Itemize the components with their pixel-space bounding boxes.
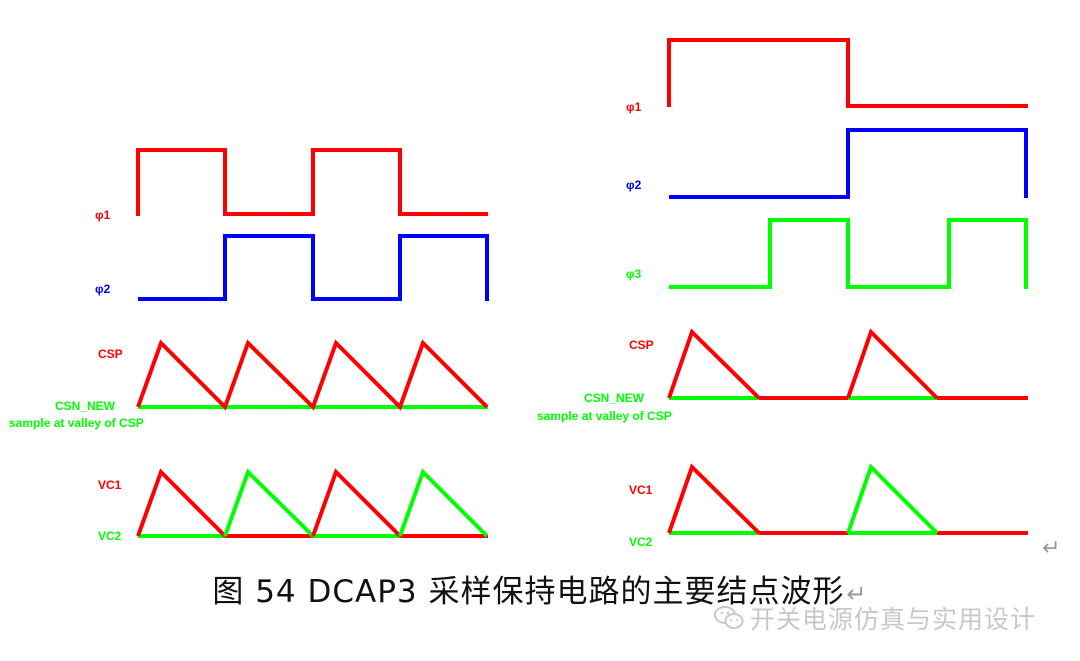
left-vc2-label: VC2 [98, 529, 122, 543]
right-sample-note: sample at valley of CSP [537, 409, 672, 423]
left-vc1-triangle-1 [136, 468, 227, 538]
right-phi2-label: φ2 [626, 178, 642, 192]
caption-return-mark: ↵ [846, 580, 868, 608]
right-csn-new-label: CSN_NEW [584, 391, 645, 405]
left-phi1-label: φ1 [95, 208, 111, 222]
right-csp-triangle-1 [667, 328, 761, 400]
left-sample-note: sample at valley of CSP [9, 416, 144, 430]
left-csp-label: CSP [98, 347, 123, 361]
left-vc1-triangle-4 [398, 468, 489, 538]
left-vc1-triangle-2 [223, 468, 315, 538]
right-phi2-waveform [669, 128, 1028, 199]
right-vc1-triangle-2 [846, 463, 939, 535]
left-csn-new-label: CSN_NEW [55, 399, 116, 413]
right-phi1-waveform [667, 38, 1028, 108]
right-vc2-label: VC2 [629, 535, 653, 549]
watermark-text: 开关电源仿真与实用设计 [750, 605, 1037, 634]
figure-caption: 图 54 DCAP3 采样保持电路的主要结点波形↵ [0, 566, 1080, 611]
return-mark-right: ↵ [1042, 536, 1061, 561]
wechat-icon [714, 606, 744, 629]
right-phi3-label: φ3 [626, 267, 642, 281]
right-vc1-label: VC1 [629, 483, 653, 497]
left-csp-waveform [136, 339, 489, 411]
watermark: 开关电源仿真与实用设计 [714, 600, 1036, 636]
right-phi3-waveform [669, 218, 1028, 289]
left-vc1-triangle-3 [311, 468, 402, 538]
right-csp-triangle-2 [846, 328, 939, 400]
right-vc1-triangle-1 [667, 463, 761, 535]
right-csp-label: CSP [629, 338, 654, 352]
left-vc1-label: VC1 [98, 478, 122, 492]
left-phi2-waveform [138, 234, 489, 301]
left-phi1-waveform [136, 148, 488, 216]
left-phi2-label: φ2 [95, 282, 111, 296]
caption-text: 图 54 DCAP3 采样保持电路的主要结点波形 [212, 574, 845, 610]
right-phi1-label: φ1 [626, 100, 642, 114]
